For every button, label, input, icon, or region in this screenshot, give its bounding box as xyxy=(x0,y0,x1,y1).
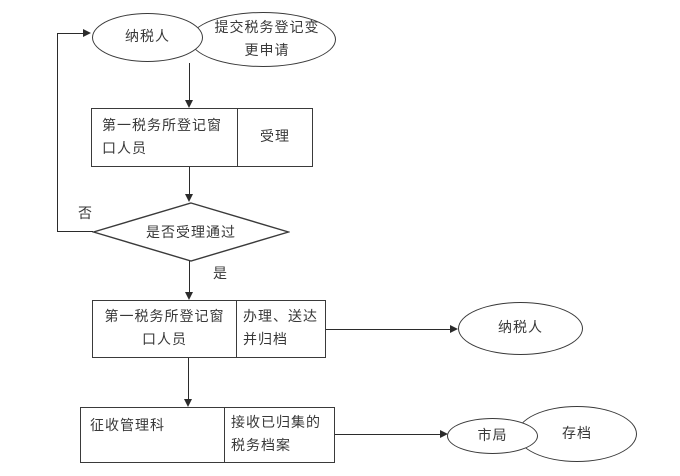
arrow-down-icon xyxy=(184,399,192,407)
arrow-right-icon xyxy=(83,29,91,37)
node-process-step: 第一税务所登记窗口人员 办理、送达并归档 xyxy=(92,300,326,358)
connector-decision-no-horizontal xyxy=(57,231,93,233)
connector-archive-step-to-bureau xyxy=(335,434,442,436)
decision-question: 是否受理通过 xyxy=(146,226,236,241)
node-decision: 是否受理通过 xyxy=(92,202,290,262)
decision-yes-label: 是 xyxy=(213,267,228,282)
node-taxpayer-start: 纳税人 xyxy=(92,13,203,62)
connector-decision-yes-to-process xyxy=(189,261,191,295)
node-archive-label: 存档 xyxy=(562,426,592,442)
node-taxpayer-start-label: 纳税人 xyxy=(125,30,170,45)
arrow-down-icon xyxy=(185,292,193,300)
archive-step-action: 接收已归集的税务档案 xyxy=(224,408,334,462)
archive-step-role: 征收管理科 xyxy=(90,419,165,434)
node-taxpayer-recipient-label: 纳税人 xyxy=(498,321,543,336)
process-step-role: 第一税务所登记窗口人员 xyxy=(104,310,225,348)
node-submit-application: 提交税务登记变更申请 xyxy=(190,12,336,67)
node-accept-step: 第一税务所登记窗口人员 受理 xyxy=(91,108,313,167)
decision-no-label: 否 xyxy=(78,207,93,222)
process-step-action: 办理、送达并归档 xyxy=(236,301,325,357)
accept-step-action: 受理 xyxy=(237,109,312,166)
node-archive-step: 征收管理科 接收已归集的税务档案 xyxy=(80,407,335,463)
node-taxpayer-recipient: 纳税人 xyxy=(458,302,583,355)
node-city-bureau: 市局 xyxy=(447,418,538,454)
connector-process-to-taxpayer xyxy=(326,329,452,331)
arrow-right-icon xyxy=(450,325,458,333)
connector-start-to-accept xyxy=(189,63,191,103)
arrow-down-icon xyxy=(185,100,193,108)
node-city-bureau-label: 市局 xyxy=(477,428,508,444)
arrow-right-icon xyxy=(440,430,448,438)
arrow-down-icon xyxy=(185,194,193,202)
connector-process-to-archive-step xyxy=(188,358,190,402)
connector-accept-to-decision xyxy=(189,167,191,197)
connector-decision-no-to-start xyxy=(57,33,85,35)
decision-diamond-shape xyxy=(92,202,290,262)
node-submit-application-label: 提交税务登记变更申请 xyxy=(214,20,320,59)
accept-step-role: 第一税务所登记窗口人员 xyxy=(102,118,222,157)
connector-decision-no-vertical xyxy=(57,33,59,232)
